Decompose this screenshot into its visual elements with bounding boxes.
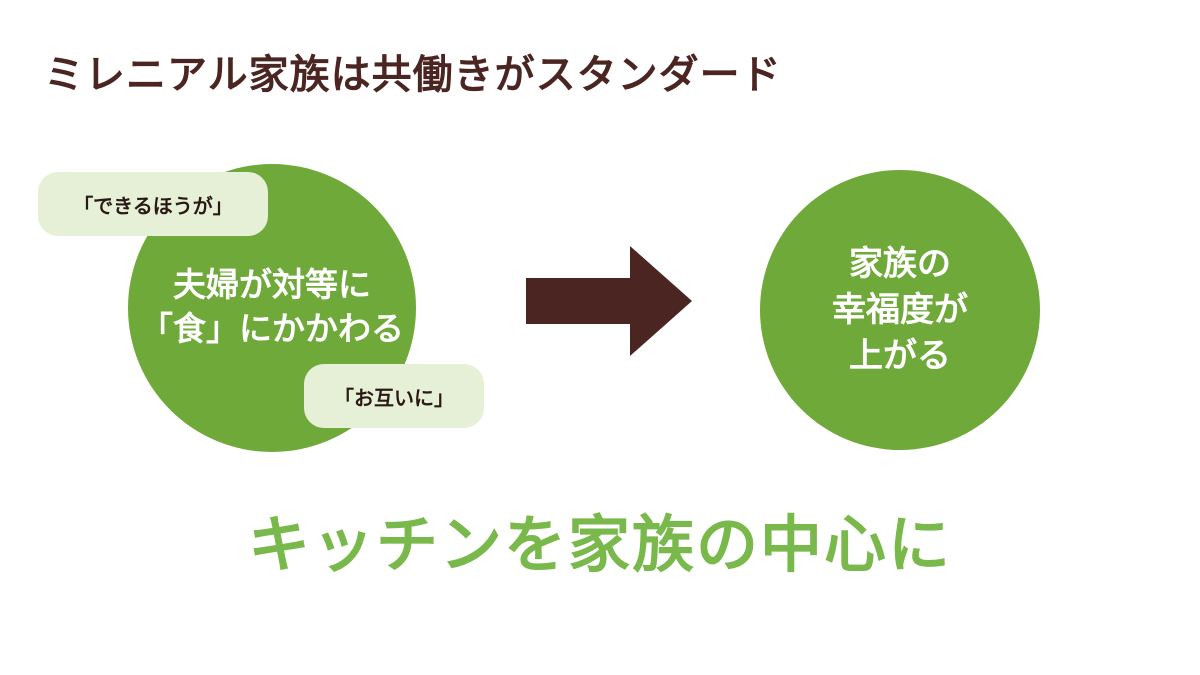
right-arrow-icon [526, 246, 692, 356]
left-circle-text: 夫婦が対等に 「食」にかかわる [140, 265, 404, 348]
right-circle-text: 家族の 幸福度が 上がる [832, 244, 968, 376]
conclusion-text: キッチンを家族の中心に [247, 508, 952, 581]
speech-bubble-top-text: 「できるほうが」 [73, 193, 233, 218]
speech-bubble-top: 「できるほうが」 [38, 172, 268, 236]
speech-bubble-bottom-text: 「お互いに」 [334, 385, 454, 410]
speech-bubble-bottom: 「お互いに」 [304, 364, 484, 428]
arrow-shape [526, 246, 692, 356]
slide-title: ミレニアル家族は共働きがスタンダード [44, 52, 782, 98]
right-circle: 家族の 幸福度が 上がる [760, 170, 1040, 450]
